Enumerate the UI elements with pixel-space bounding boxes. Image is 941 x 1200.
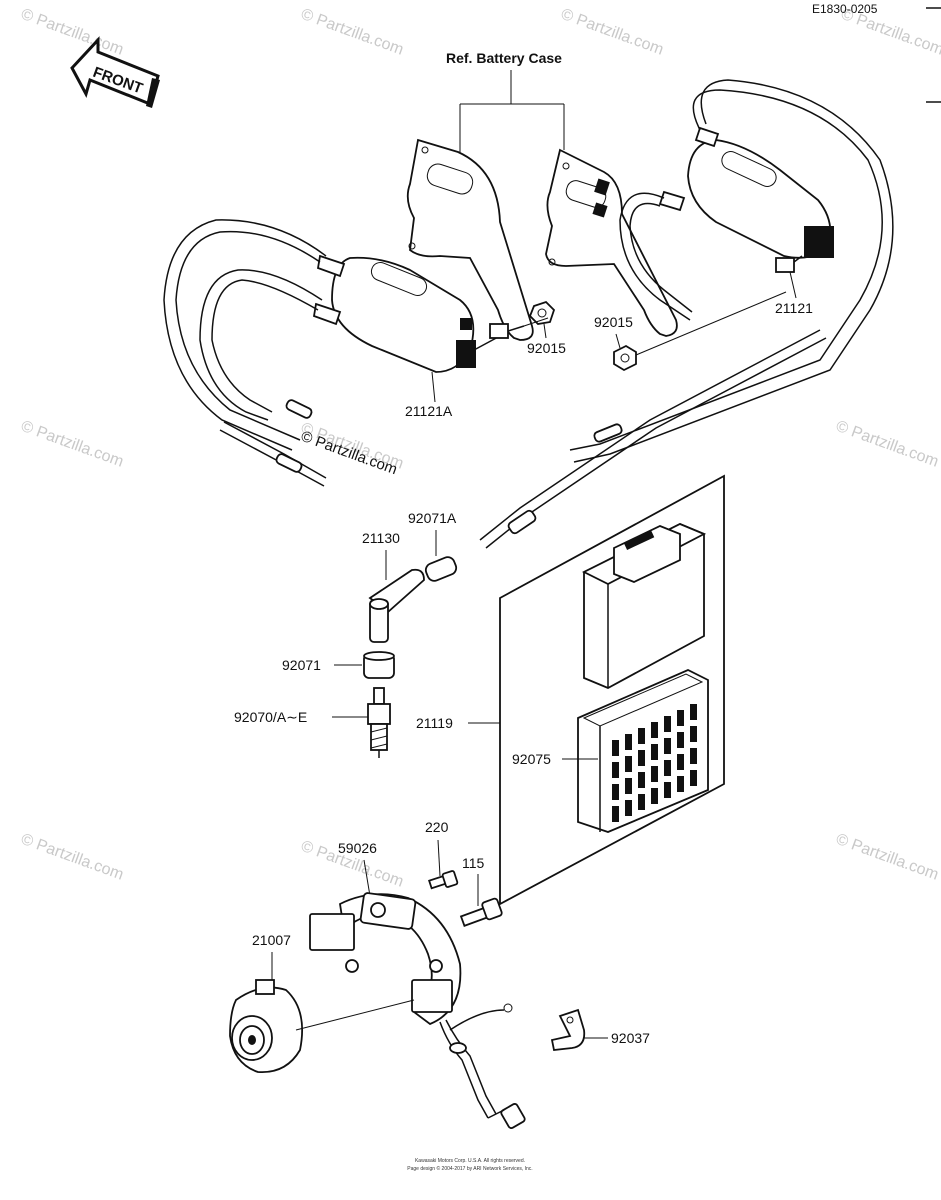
leader-21121A xyxy=(431,371,436,403)
watermark: © Partzilla.com xyxy=(834,831,941,884)
seal-92071 xyxy=(363,651,395,679)
igniter-frame-21119 xyxy=(499,474,725,906)
footer-line-2: Page design © 2004-2017 by ARI Network S… xyxy=(407,1165,532,1172)
assembly-line xyxy=(523,317,549,327)
vent-slot xyxy=(651,766,658,782)
page-code: E1830-0205 xyxy=(812,2,878,16)
label-92037: 92037 xyxy=(611,1030,650,1046)
vent-slot xyxy=(625,756,632,772)
nut-hole xyxy=(537,308,547,318)
battery-case-leader xyxy=(459,70,565,154)
leader-220 xyxy=(437,839,441,877)
ic-igniter-unit xyxy=(581,523,707,689)
label-92015-left: 92015 xyxy=(527,340,566,356)
watermark: © Partzilla.com xyxy=(299,6,406,59)
battery-case-ref: Ref. Battery Case xyxy=(446,50,562,66)
vent-slot xyxy=(638,794,645,810)
plug-cap-21130 xyxy=(368,568,425,643)
label-220: 220 xyxy=(425,819,449,835)
nut-hole xyxy=(620,353,630,363)
footer-line-1: Kawasaki Motors Corp. U.S.A. All rights … xyxy=(415,1158,525,1164)
vent-slot xyxy=(690,770,697,786)
rotor-21007 xyxy=(229,979,303,1073)
watermark: © Partzilla.com xyxy=(19,831,126,884)
label-21130: 21130 xyxy=(362,530,400,546)
vent-slot xyxy=(677,754,684,770)
vent-slot xyxy=(664,760,671,776)
suppressor-cap-92071A xyxy=(424,556,458,582)
bolt-115 xyxy=(459,897,503,927)
right-mount-bracket xyxy=(545,148,678,337)
label-92015-right: 92015 xyxy=(594,314,633,330)
vent-slot xyxy=(612,762,619,778)
leader-21121 xyxy=(789,271,797,299)
label-21121: 21121 xyxy=(775,300,813,316)
label-92071A: 92071A xyxy=(408,510,457,526)
ht-lead-right xyxy=(479,79,894,549)
label-92075: 92075 xyxy=(512,751,551,767)
vent-slot xyxy=(651,788,658,804)
vent-slot xyxy=(677,710,684,726)
label-115: 115 xyxy=(462,855,485,871)
label-92070: 92070/A∼E xyxy=(234,709,307,725)
vent-slot xyxy=(638,750,645,766)
pickup-coil-59026 xyxy=(309,892,526,1129)
vent-slot xyxy=(677,732,684,748)
vent-slot xyxy=(612,806,619,822)
vent-slot xyxy=(690,748,697,764)
vent-slot xyxy=(651,744,658,760)
vent-slot xyxy=(625,778,632,794)
vent-slot xyxy=(690,704,697,720)
label-21119: 21119 xyxy=(416,715,453,731)
vent-slot xyxy=(677,776,684,792)
vent-slot xyxy=(625,734,632,750)
watermark: © Partzilla.com xyxy=(19,6,126,59)
vent-slot xyxy=(625,800,632,816)
vent-slot xyxy=(664,782,671,798)
watermark-layer: © Partzilla.com © Partzilla.com © Partzi… xyxy=(19,6,941,891)
leader-92015-left xyxy=(543,323,547,339)
leader-59026 xyxy=(363,859,371,897)
label-59026: 59026 xyxy=(338,840,377,856)
vent-slot xyxy=(664,716,671,732)
vent-slot xyxy=(638,772,645,788)
watermark: © Partzilla.com xyxy=(559,6,666,59)
watermark: © Partzilla.com xyxy=(834,418,941,471)
screw-220 xyxy=(428,870,459,890)
igniter-cover-92075 xyxy=(577,669,709,833)
vent-slot xyxy=(612,740,619,756)
nut-92015-right xyxy=(613,344,637,372)
label-21007: 21007 xyxy=(252,932,291,948)
vent-slot xyxy=(664,738,671,754)
label-92071: 92071 xyxy=(282,657,321,673)
spark-plug-92070 xyxy=(367,687,391,758)
assembly-line xyxy=(295,999,415,1031)
vent-slot xyxy=(651,722,658,738)
assembly-line xyxy=(635,291,787,356)
clamp-92037 xyxy=(550,1008,586,1051)
label-21121A: 21121A xyxy=(405,403,453,419)
vent-slot xyxy=(612,784,619,800)
ignition-coil-left xyxy=(312,254,525,373)
vent-slot xyxy=(638,728,645,744)
vent-slot xyxy=(690,726,697,742)
ignition-coil-right xyxy=(658,126,834,273)
watermark: © Partzilla.com xyxy=(19,418,126,471)
nut-92015-left xyxy=(528,300,556,325)
leader-92015-right xyxy=(615,333,621,349)
